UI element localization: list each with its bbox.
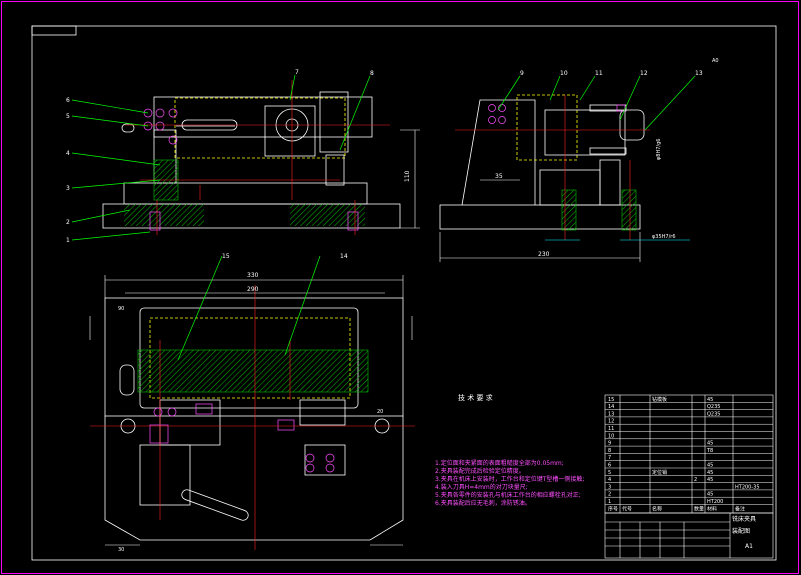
dim-side-fit2: φ8H7/g6 <box>656 139 662 160</box>
title-sub: 装配图 <box>732 527 750 535</box>
parts-cell: 定位销 <box>652 469 667 476</box>
parts-cell: 11 <box>608 426 614 432</box>
callout-7: 7 <box>295 69 299 76</box>
parts-cell: 3 <box>608 484 611 490</box>
parts-cell: 45 <box>707 441 713 447</box>
side-hatch-1 <box>561 189 577 231</box>
dim-side-fit: φ35H7/r6 <box>652 234 676 240</box>
callout-3: 3 <box>66 185 70 192</box>
callout-2: 2 <box>66 219 70 226</box>
title-sheet: A1 <box>745 543 753 550</box>
parts-cell: 4 <box>608 477 611 483</box>
dim-top-inner: 290 <box>247 286 259 293</box>
parts-cell: 45 <box>707 397 713 403</box>
top-dims <box>89 275 413 546</box>
dim-front-height: 110 <box>404 170 411 182</box>
top-view <box>104 297 404 541</box>
parts-cell: HT200 <box>707 499 723 505</box>
parts-cell: 14 <box>608 404 614 410</box>
tech-note: 6.夹具装配后应无毛刺，涂防锈油。 <box>435 499 531 507</box>
drawing-frame <box>31 25 777 561</box>
front-right-dim <box>400 129 420 229</box>
parts-cell: 6 <box>608 463 611 469</box>
parts-cell: Q235 <box>707 404 720 410</box>
parts-cell: 7 <box>608 455 611 461</box>
side-centerlines <box>455 95 650 240</box>
callout-1: 1 <box>66 237 70 244</box>
parts-cell: 1 <box>608 499 611 505</box>
side-hatch-2 <box>621 189 637 231</box>
side-view <box>439 94 645 230</box>
top-bolts <box>149 403 335 473</box>
callout-9: 9 <box>520 70 524 77</box>
callout-5: 5 <box>66 113 70 120</box>
parts-cell: 45 <box>707 470 713 476</box>
leader-lines <box>71 74 696 361</box>
parts-cell: 9 <box>608 441 611 447</box>
front-hatch-base-l <box>124 204 204 226</box>
title-name: 铣床夹具 <box>732 515 756 523</box>
parts-cell: 12 <box>608 419 614 425</box>
side-dims <box>439 179 641 262</box>
front-view <box>102 91 401 229</box>
parts-cell: 8 <box>608 448 611 454</box>
parts-cell: 10 <box>608 433 614 439</box>
tech-note: 5.夹具各零件的安装孔与机床工作台的相应螺栓孔对正; <box>435 491 581 499</box>
dim-side-35: 35 <box>495 173 503 180</box>
tech-title: 技 术 要 求 <box>458 393 493 402</box>
callout-13: 13 <box>695 70 703 77</box>
parts-header-cell: 材料 <box>707 505 717 512</box>
side-bolts <box>488 104 626 124</box>
title-block <box>604 512 774 559</box>
top-centerlines <box>90 285 415 550</box>
parts-header-cell: 代号 <box>622 505 632 512</box>
callout-6: 6 <box>66 97 70 104</box>
parts-cell: 钻模板 <box>652 396 667 403</box>
dim-top-width: 330 <box>247 272 259 279</box>
corner-mark: A0 <box>712 58 719 64</box>
callout-8: 8 <box>370 70 374 77</box>
callout-4: 4 <box>66 150 70 157</box>
parts-cell: 45 <box>707 463 713 469</box>
front-bolts <box>143 108 359 231</box>
parts-cell: 15 <box>608 397 614 403</box>
parts-cell: 5 <box>608 470 611 476</box>
parts-list <box>604 394 774 514</box>
front-centerlines <box>125 80 390 235</box>
callout-10: 10 <box>560 70 568 77</box>
parts-header-cell: 名称 <box>652 505 662 512</box>
parts-header-cell: 备注 <box>735 505 745 512</box>
dim-top-20: 20 <box>377 409 383 415</box>
dim-top-90: 90 <box>118 306 124 312</box>
parts-cell: 2 <box>608 492 611 498</box>
callout-15: 15 <box>222 253 230 260</box>
parts-cell: HT200-35 <box>735 484 760 490</box>
parts-cell: 2 <box>694 477 697 483</box>
tech-note: 3.夹具在机床上安装时，工作台和定位键T型槽一侧接触; <box>435 475 584 483</box>
parts-cell: 13 <box>608 411 614 417</box>
tech-notes: 1.定位面和夹紧面的表面粗糙度全部为0.05mm;2.夹具装配完成后检验定位精度… <box>435 459 584 507</box>
frame-tag <box>31 25 77 36</box>
tech-note: 2.夹具装配完成后检验定位精度。 <box>435 467 525 475</box>
parts-cell: 45 <box>707 492 713 498</box>
dim-side-width: 230 <box>538 251 550 258</box>
callout-14: 14 <box>340 253 348 260</box>
callout-11: 11 <box>595 70 603 77</box>
parts-cell: Q235 <box>707 411 720 417</box>
parts-cell: 45 <box>707 477 713 483</box>
parts-cell: T8 <box>706 448 713 454</box>
dim-top-30: 30 <box>118 547 124 553</box>
tech-note: 4.装入刀具H=4mm的对刀块量尺; <box>435 483 528 491</box>
tech-note: 1.定位面和夹紧面的表面粗糙度全部为0.05mm; <box>435 459 564 467</box>
callout-12: 12 <box>640 70 648 77</box>
parts-header-cell: 数量 <box>694 505 704 512</box>
parts-header-cell: 序号 <box>608 505 618 512</box>
front-hatch-base-r <box>290 204 365 226</box>
top-hatch-main <box>137 349 369 393</box>
